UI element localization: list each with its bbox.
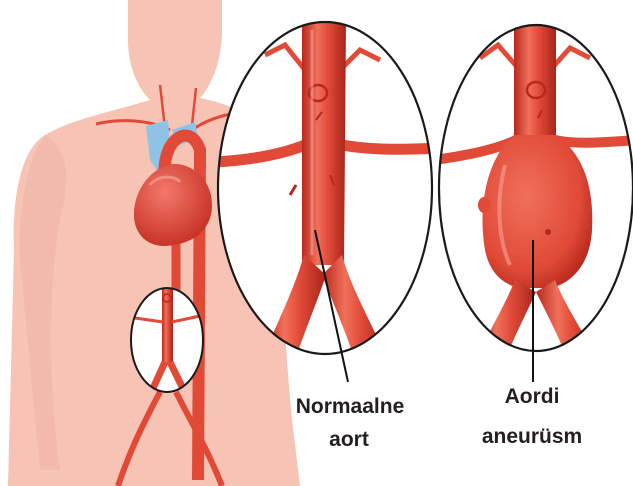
aneurysm-label-line2: aneurüsm	[482, 425, 582, 448]
aneurysm-center-mark	[545, 229, 551, 235]
aneurysm-side-nub	[478, 197, 490, 213]
normal-label-line1: Normaalne	[296, 395, 405, 418]
normal-renal-right	[342, 145, 440, 149]
aneurysm-renal-right	[555, 140, 633, 143]
aneurysm-label-line1: Aordi	[505, 385, 560, 408]
normal-label-line2: aort	[329, 428, 369, 451]
normal-aorta-trunk	[302, 20, 346, 265]
abdominal-aorta-inset-icon	[131, 285, 203, 395]
aneurysm-upper-trunk	[514, 20, 556, 140]
